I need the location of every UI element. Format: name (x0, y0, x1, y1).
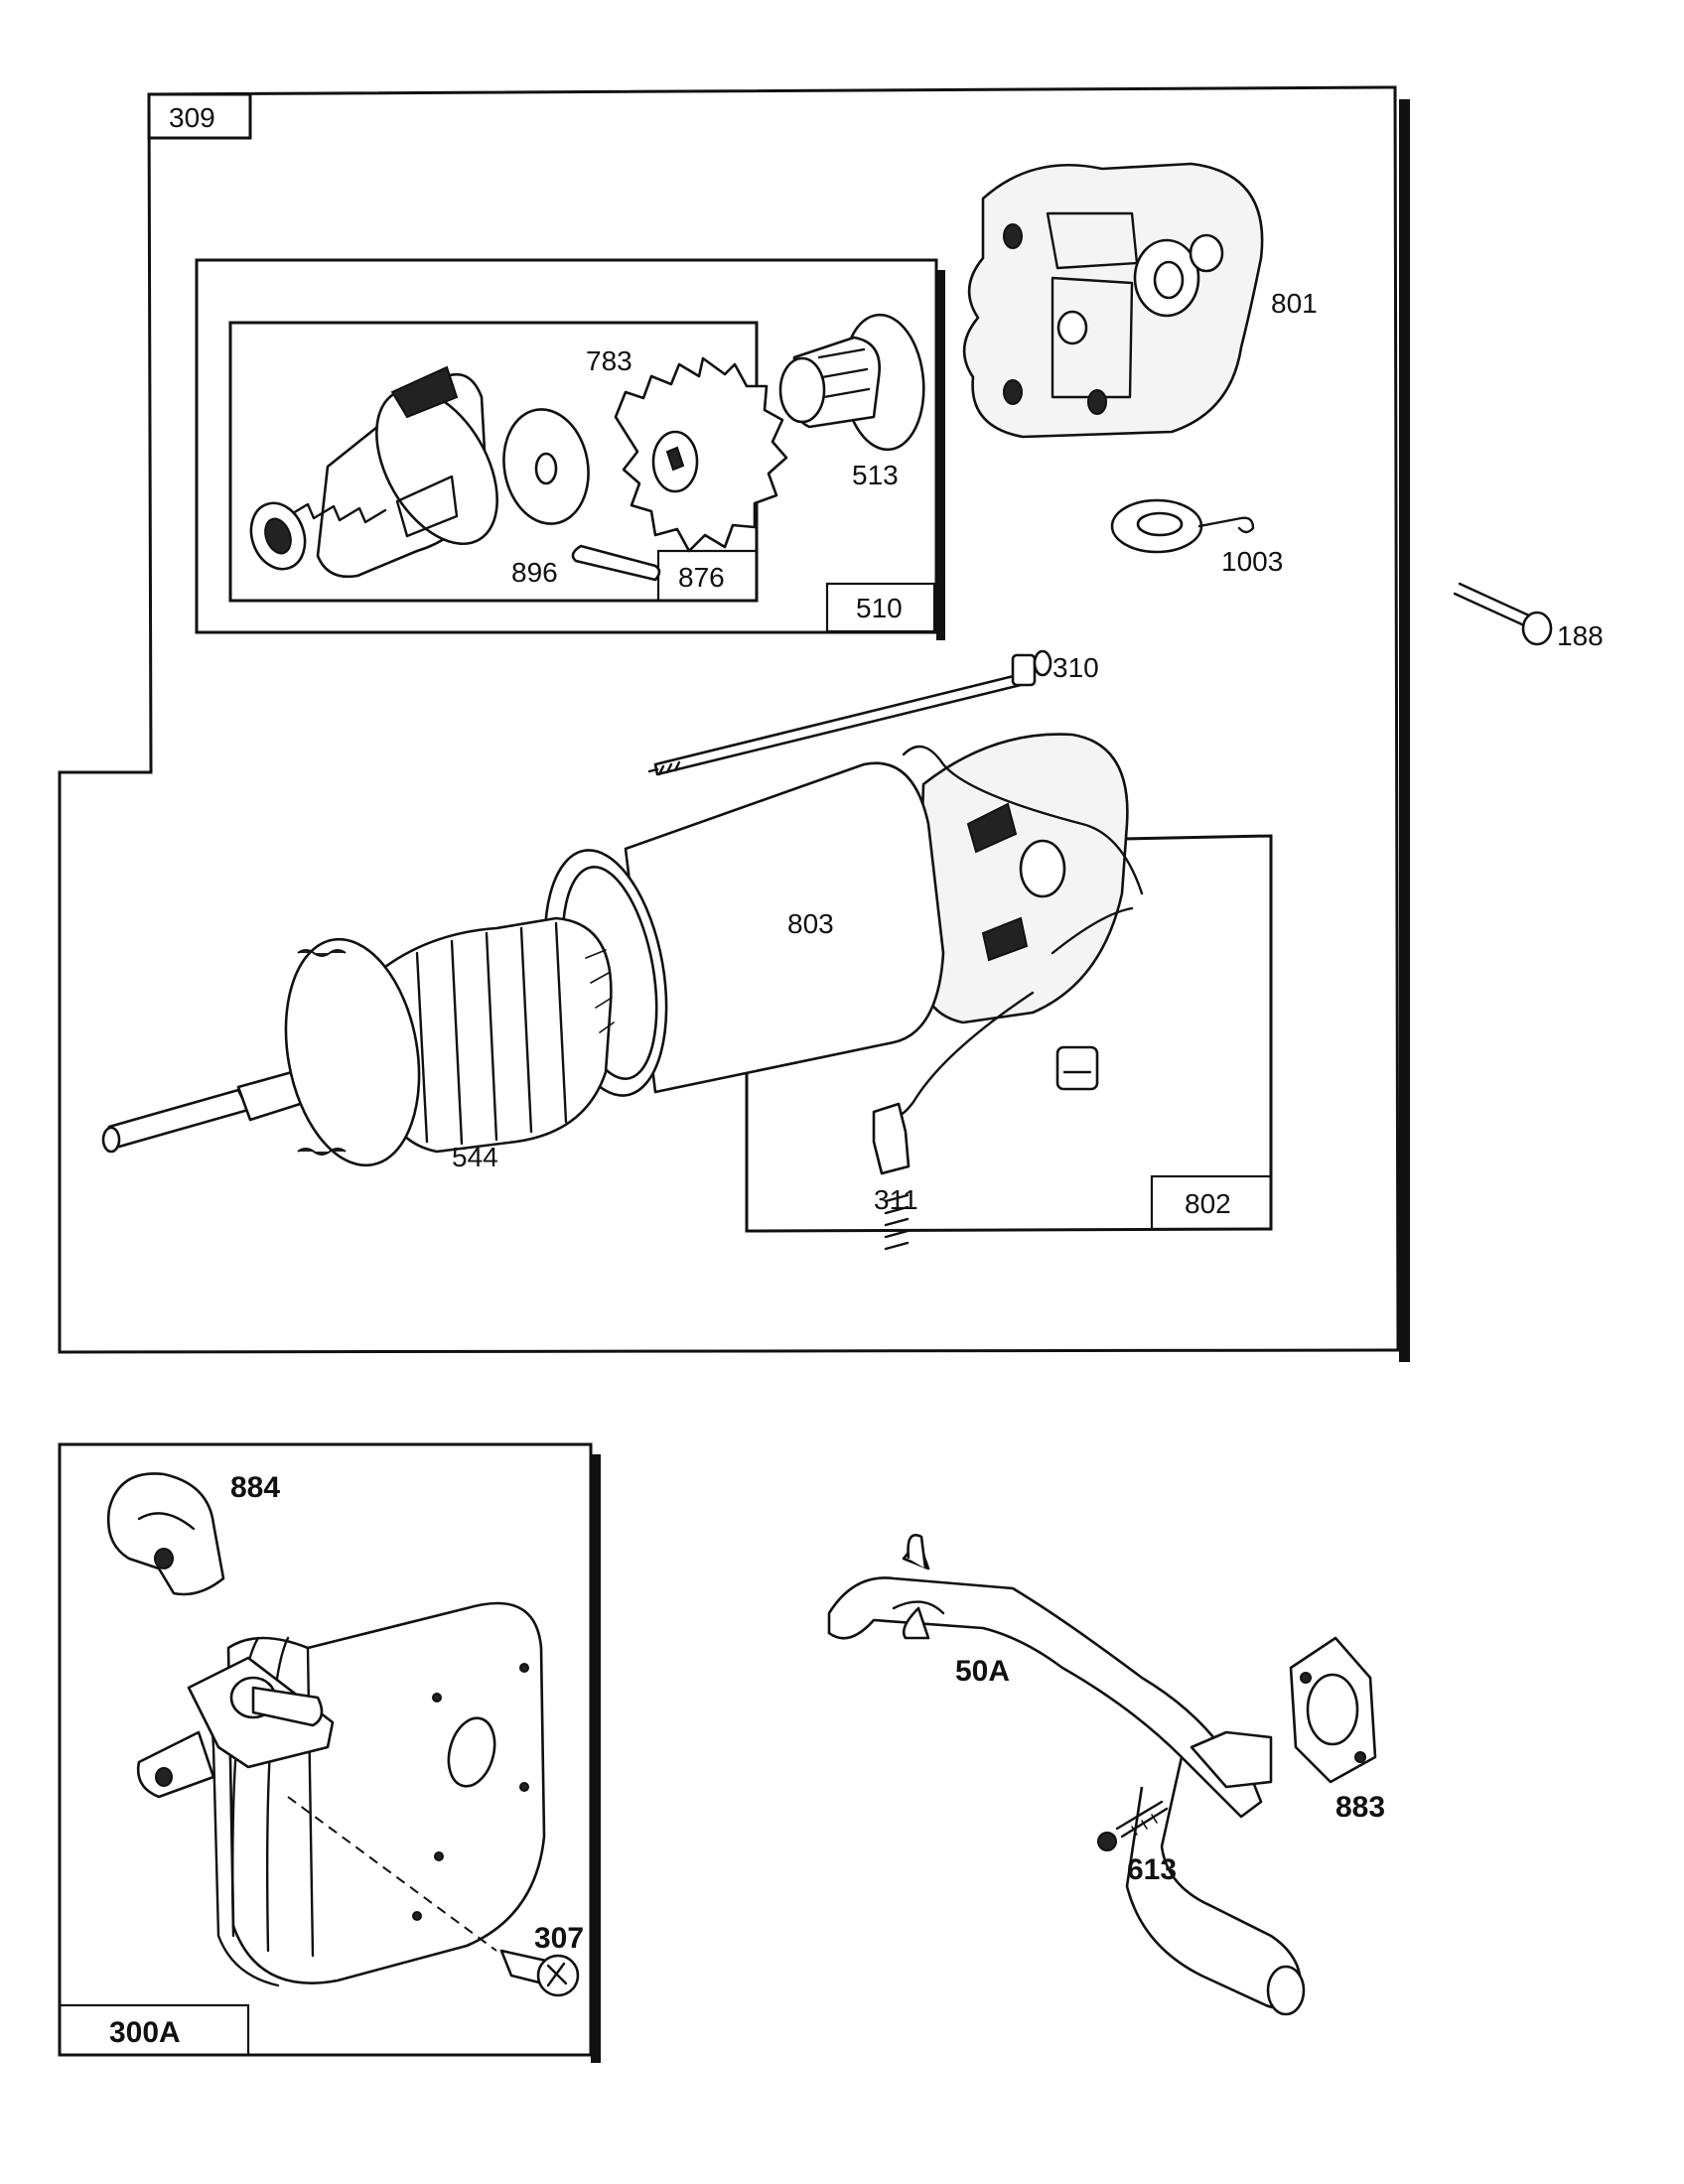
label-613: 613 (1127, 1853, 1177, 1886)
bolt-188 (1453, 582, 1553, 646)
pinion-gear-783 (614, 356, 788, 553)
commutator-end-cap (892, 733, 1144, 1117)
gasket-883 (1289, 1636, 1377, 1784)
armature-544 (101, 916, 615, 1167)
label-803: 803 (787, 908, 834, 939)
label-300A: 300A (109, 2016, 181, 2049)
starter-assembly-frame-309 (58, 85, 1410, 1362)
through-bolt-310 (647, 649, 1052, 776)
muffler-assembly-frame-300A (58, 1442, 601, 2063)
label-544: 544 (452, 1142, 498, 1172)
label-802: 802 (1185, 1188, 1231, 1219)
roll-pin-896 (571, 544, 661, 582)
screw-613 (1097, 1800, 1169, 1851)
label-510: 510 (856, 593, 903, 623)
label-884: 884 (230, 1471, 280, 1504)
exhaust-pipe-50A (827, 1534, 1306, 2016)
drive-assembly-frame-510 (195, 258, 945, 640)
label-876: 876 (678, 562, 725, 593)
brush-311 (872, 1102, 911, 1251)
thrust-washer-1003 (1110, 498, 1255, 554)
label-50A: 50A (955, 1655, 1010, 1688)
brush-holder-frame-802 (745, 834, 1273, 1233)
label-513: 513 (852, 460, 899, 490)
muffler-body (136, 1601, 546, 1987)
washer (502, 408, 590, 525)
label-1003: 1003 (1221, 546, 1283, 577)
clamp-884 (106, 1472, 225, 1596)
label-309: 309 (169, 102, 215, 133)
screw-307 (499, 1949, 580, 1997)
label-783: 783 (586, 345, 632, 376)
label-310: 310 (1052, 652, 1099, 683)
label-896: 896 (511, 557, 558, 588)
label-801: 801 (1271, 288, 1318, 319)
label-188: 188 (1557, 620, 1604, 651)
label-883: 883 (1335, 1791, 1385, 1824)
end-cap-bracket-801 (962, 162, 1264, 439)
label-311: 311 (874, 1184, 918, 1215)
label-307: 307 (534, 1922, 584, 1955)
clutch-housing (249, 365, 498, 579)
stop-collar-513 (778, 313, 925, 452)
